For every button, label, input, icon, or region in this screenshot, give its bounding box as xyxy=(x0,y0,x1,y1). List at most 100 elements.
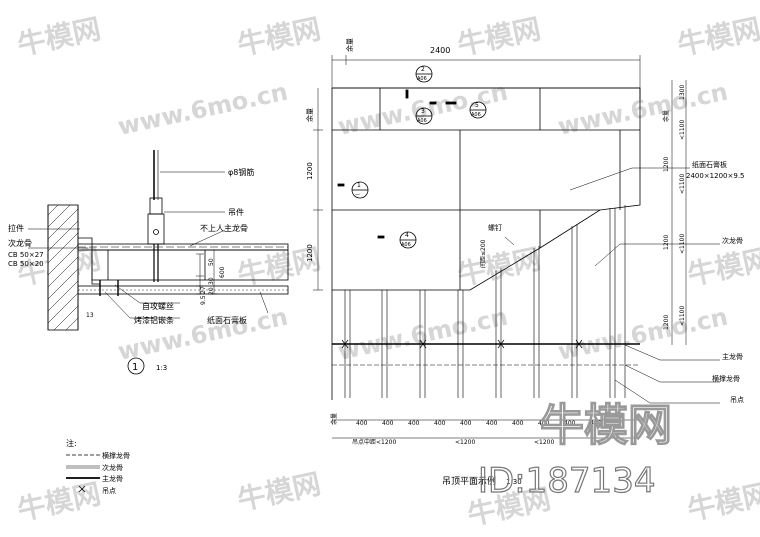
section-detail-labels: φ8钢筋 吊件 不上人主龙骨 拉件 次龙骨 CB 50×27 CB 50×20 … xyxy=(8,167,254,373)
callout-4-ref: A06 xyxy=(401,242,411,248)
top-right-dim: 1300 xyxy=(679,85,686,100)
label-tape: 烤漆铝嵌条 xyxy=(134,315,174,325)
bottom-dim: 400 xyxy=(382,420,394,427)
plan-scale: 1:30 xyxy=(506,478,522,486)
dim-13: 13 xyxy=(86,312,94,319)
detail-marker xyxy=(127,357,145,375)
watermark-text: 牛模网 xyxy=(235,467,324,517)
watermark-text: 牛模网 xyxy=(455,242,544,292)
big-watermark: 牛模网 ID:187134 xyxy=(477,399,672,501)
legend-title: 注: xyxy=(66,438,77,448)
label-screw-dim: 间距≤200 xyxy=(479,239,487,268)
watermark-text: 牛模网 xyxy=(15,12,104,62)
bottom-dim2: 吊点中距<1200 xyxy=(352,438,396,446)
watermark-text: 牛模网 xyxy=(675,12,760,62)
bottom-dim: 余量 xyxy=(618,413,626,425)
detail-scale: 1:3 xyxy=(156,364,167,372)
bottom-dim: 400 xyxy=(590,420,602,427)
watermark-site: www.6mo.cn xyxy=(115,78,290,141)
right-rest: 余量 xyxy=(662,110,670,122)
bottom-dim2: <1200 xyxy=(534,439,554,446)
label-main-keel: 不上人主龙骨 xyxy=(200,223,248,233)
bracket xyxy=(78,237,100,285)
ceiling-plan xyxy=(313,55,720,439)
legend-swatch-hang-point xyxy=(78,485,86,493)
right-dim-1100-4: <1100 xyxy=(679,306,686,326)
legend-item-main-keel: 主龙骨 xyxy=(102,474,123,483)
watermark-text: 牛模网 xyxy=(235,12,324,62)
label-screw: 自攻螺丝 xyxy=(142,301,174,311)
bottom-dim: 400 xyxy=(434,420,446,427)
right-dim-1200-1: 1200 xyxy=(663,157,670,172)
hanger xyxy=(149,197,163,215)
hanger-body xyxy=(147,213,165,245)
label-gypsum: 纸面石膏板 xyxy=(207,315,247,325)
left-rest: 余量 xyxy=(305,108,314,122)
label-gypsum-spec: 2400×1200×9.5 xyxy=(686,172,745,180)
label-cross-keel: 横撑龙骨 xyxy=(712,374,740,383)
right-dim-1100-2: <1100 xyxy=(679,174,686,194)
label-spec-1: CB 50×27 xyxy=(8,251,44,259)
id-watermark: ID:187134 xyxy=(478,461,655,501)
callout-3-num: 3 xyxy=(421,108,425,115)
left-dim-1: 1200 xyxy=(306,162,314,180)
bottom-dim: 400 xyxy=(564,420,576,427)
label-bracket: 拉件 xyxy=(8,223,24,233)
label-screw: 螺钉 xyxy=(488,223,502,232)
dim-30: 30 xyxy=(208,277,215,285)
detail-number: 1 xyxy=(132,362,138,373)
callout-2-ref: A06 xyxy=(417,76,427,82)
hang-points xyxy=(341,339,583,349)
dim-9: 9.5 xyxy=(200,295,207,305)
bottom-dim: 400 xyxy=(486,420,498,427)
watermark-text: 牛模网 xyxy=(15,477,104,527)
callout-4-num: 4 xyxy=(405,232,409,239)
bottom-dim: 400 xyxy=(408,420,420,427)
label-gypsum: 纸面石膏板 xyxy=(692,160,727,169)
left-dim-2: 1200 xyxy=(306,244,314,262)
callout-5-ref: A06 xyxy=(471,112,481,118)
legend: 注: 横撑龙骨 次龙骨 主龙骨 吊点 xyxy=(66,438,130,495)
label-hanger: 吊件 xyxy=(228,207,244,217)
legend-item-sub-keel: 次龙骨 xyxy=(102,463,123,472)
watermark-site: www.6mo.cn xyxy=(335,303,510,366)
big-watermark-text: 牛模网 xyxy=(540,400,672,451)
callout-3-ref: A06 xyxy=(417,118,427,124)
bottom-dim: 400 xyxy=(512,420,524,427)
label-spec-2: CB 50×20 xyxy=(8,260,44,268)
top-dim: 2400 xyxy=(430,46,450,55)
label-rebar: φ8钢筋 xyxy=(228,167,254,177)
watermark-text: 牛模网 xyxy=(685,242,760,292)
bottom-dim2: <1200 xyxy=(455,439,475,446)
callout-1-num: 1 xyxy=(357,182,361,189)
label-main-keel: 主龙骨 xyxy=(722,352,743,361)
label-sub-keel: 次龙骨 xyxy=(8,238,32,248)
dim-27: 27 xyxy=(200,286,207,294)
bottom-dim: 400 xyxy=(538,420,550,427)
dim-20: 20 xyxy=(208,287,215,295)
right-dim-1100-3: <1100 xyxy=(679,234,686,254)
top-rest: 余量 xyxy=(345,38,354,52)
label-hang-point: 吊点 xyxy=(730,396,744,404)
dim-50: 50 xyxy=(208,258,215,266)
callout-2-num: 2 xyxy=(421,66,425,73)
section-detail xyxy=(28,150,289,375)
watermark-site: www.6mo.cn xyxy=(115,303,290,366)
sub-keels xyxy=(344,205,626,398)
ceiling-plan-labels: 2400 余量 余量 1200 1200 余量 1300 <1100 <1100… xyxy=(305,38,745,487)
plan-title: 吊顶平面示例 xyxy=(442,475,496,487)
watermark-text: 牛模网 xyxy=(455,12,544,62)
right-dim-1200-3: 1200 xyxy=(663,315,670,330)
watermark-site: www.6mo.cn xyxy=(555,78,730,141)
callout-5-num: 5 xyxy=(475,102,479,109)
watermark-site: www.6mo.cn xyxy=(555,303,730,366)
bottom-dim: 400 xyxy=(356,420,368,427)
dim-600: 600 xyxy=(219,266,226,278)
right-dim-1200-2: 1200 xyxy=(663,235,670,250)
legend-item-hang-point: 吊点 xyxy=(102,487,116,495)
legend-item-cross-keel: 横撑龙骨 xyxy=(102,451,130,460)
bottom-dim: 余量 xyxy=(330,413,338,425)
watermark-text: 牛模网 xyxy=(685,477,760,527)
right-dim-1100-1: <1100 xyxy=(679,120,686,140)
